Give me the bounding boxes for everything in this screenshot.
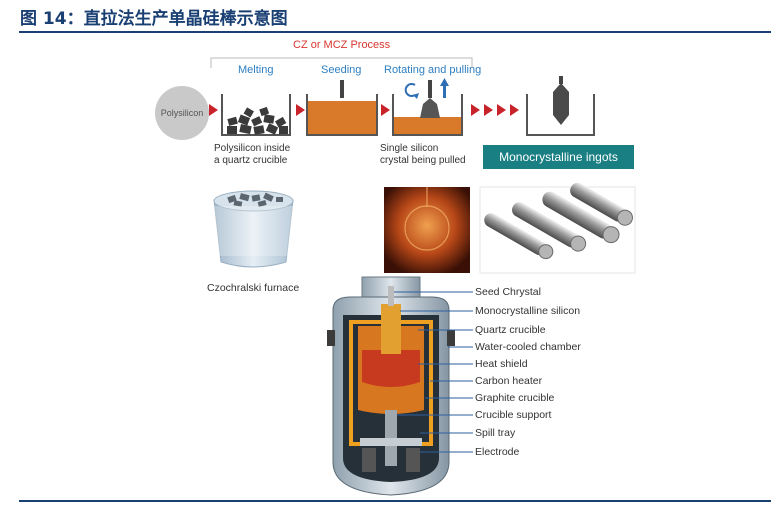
part-label-electrode: Electrode — [475, 446, 520, 458]
melting-caption: Polysilicon inside a quartz crucible — [214, 143, 291, 166]
part-label-seed: Seed Chrystal — [475, 286, 541, 298]
part-label-mono-silicon: Monocrystalline silicon — [475, 305, 581, 317]
furnace-caption: Czochralski furnace — [207, 282, 300, 294]
pull-up-arrow-icon — [440, 78, 449, 86]
furnace-glow-photo — [384, 187, 470, 273]
arrow-icon — [381, 104, 390, 116]
figure-title: 图 14：直拉法生产单晶硅棒示意图 — [20, 9, 288, 29]
part-label-heater: Carbon heater — [475, 375, 543, 387]
quartz-crucible-photo — [210, 186, 297, 272]
part-label-quartz: Quartz crucible — [475, 324, 546, 336]
part-label-support: Crucible support — [475, 409, 552, 421]
step-melting-label: Melting — [238, 64, 274, 76]
process-header: CZ or MCZ Process — [293, 39, 391, 51]
polysilicon-circle: Polysilicon — [155, 86, 209, 140]
title-rule — [19, 31, 771, 33]
pulling-caption: Single silicon crystal being pulled — [380, 143, 466, 166]
ingots-photo — [479, 182, 636, 274]
furnace-cross-section — [327, 276, 455, 496]
polysilicon-label: Polysilicon — [160, 108, 204, 118]
result-label-box: Monocrystalline ingots — [483, 145, 634, 169]
arrow-icon — [209, 104, 218, 116]
arrow-icon — [510, 104, 519, 116]
step-seeding-label: Seeding — [321, 64, 362, 76]
arrow-icon — [471, 104, 480, 116]
part-label-spill-tray: Spill tray — [475, 427, 516, 439]
part-label-chamber: Water-cooled chamber — [475, 341, 581, 353]
step-pulling-label: Rotating and pulling — [384, 64, 482, 76]
part-label-graphite: Graphite crucible — [475, 392, 555, 404]
part-label-heat-shield: Heat shield — [475, 358, 528, 370]
crucible-seeding — [306, 80, 378, 136]
crucible-melting — [221, 94, 291, 136]
arrow-icon — [484, 104, 493, 116]
crucible-pulling — [392, 78, 463, 136]
part-leader-lines — [394, 291, 473, 453]
bottom-rule — [19, 500, 771, 502]
arrow-icon — [497, 104, 506, 116]
crucible-result — [526, 76, 595, 136]
arrow-icon — [296, 104, 305, 116]
